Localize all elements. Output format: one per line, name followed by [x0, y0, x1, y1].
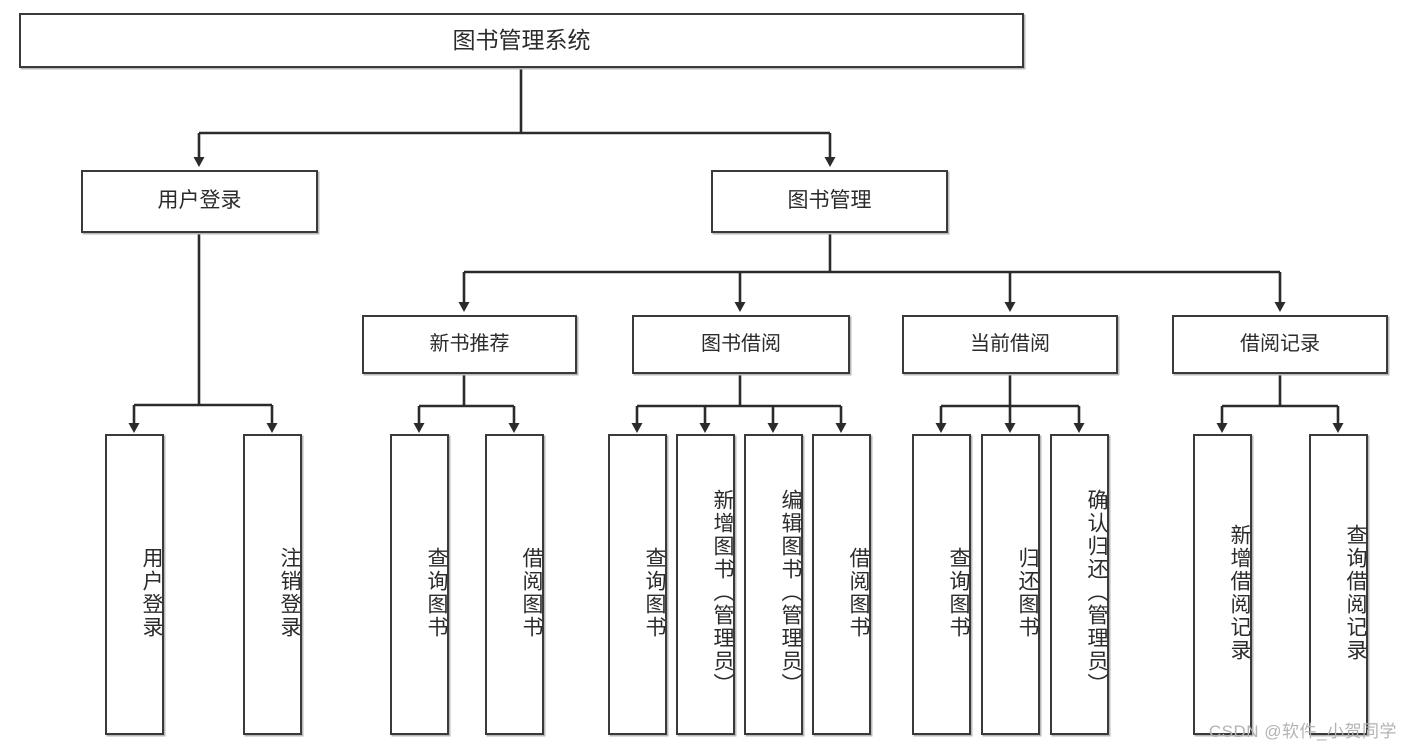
leaf-current-borrow-query[interactable]: 查询图书 — [912, 434, 971, 735]
node-label: 归还图书 — [1016, 546, 1039, 639]
node-book-borrow[interactable]: 图书借阅 — [632, 315, 850, 374]
leaf-user-login-signout[interactable]: 注销登录 — [243, 434, 302, 735]
node-label: 新书推荐 — [429, 332, 510, 355]
leaf-borrow-record-query[interactable]: 查询借阅记录 — [1309, 434, 1368, 735]
node-label: 图书管理 — [787, 189, 872, 213]
node-label: 用户登录 — [157, 189, 242, 213]
node-book-management[interactable]: 图书管理 — [711, 170, 948, 233]
node-label: 新增借阅记录 — [1228, 523, 1251, 662]
node-current-borrow[interactable]: 当前借阅 — [902, 315, 1118, 374]
node-label: 注销登录 — [278, 546, 301, 639]
node-label: 当前借阅 — [970, 332, 1050, 355]
leaf-borrow-record-add[interactable]: 新增借阅记录 — [1193, 434, 1252, 735]
node-label: 借阅图书 — [520, 546, 543, 639]
leaf-book-borrow-borrow[interactable]: 借阅图书 — [812, 434, 871, 735]
node-label: 用户登录 — [140, 546, 163, 639]
node-label: 借阅记录 — [1240, 332, 1320, 355]
watermark-text: CSDN @软件_小贺同学 — [1208, 722, 1397, 741]
leaf-new-book-query[interactable]: 查询图书 — [390, 434, 449, 735]
node-label: 图书管理系统 — [452, 26, 591, 53]
node-label: 编辑图书（管理员） — [779, 489, 802, 696]
node-root-system[interactable]: 图书管理系统 — [19, 13, 1024, 68]
node-borrow-record[interactable]: 借阅记录 — [1172, 315, 1388, 374]
leaf-user-login-signin[interactable]: 用户登录 — [105, 434, 164, 735]
node-label: 查询借阅记录 — [1344, 523, 1367, 662]
node-label: 新增图书（管理员） — [711, 489, 734, 696]
node-new-book-recommend[interactable]: 新书推荐 — [362, 315, 577, 374]
leaf-book-borrow-edit[interactable]: 编辑图书（管理员） — [744, 434, 803, 735]
node-label: 确认归还（管理员） — [1085, 489, 1108, 696]
node-label: 借阅图书 — [847, 546, 870, 639]
leaf-current-borrow-return[interactable]: 归还图书 — [981, 434, 1040, 735]
node-user-login[interactable]: 用户登录 — [81, 170, 318, 233]
leaf-new-book-borrow[interactable]: 借阅图书 — [485, 434, 544, 735]
node-label: 查询图书 — [947, 546, 970, 639]
node-label: 查询图书 — [643, 546, 666, 639]
leaf-book-borrow-query[interactable]: 查询图书 — [608, 434, 667, 735]
node-label: 查询图书 — [425, 546, 448, 639]
node-label: 图书借阅 — [701, 332, 781, 355]
leaf-current-borrow-confirm-return[interactable]: 确认归还（管理员） — [1050, 434, 1109, 735]
leaf-book-borrow-add[interactable]: 新增图书（管理员） — [676, 434, 735, 735]
